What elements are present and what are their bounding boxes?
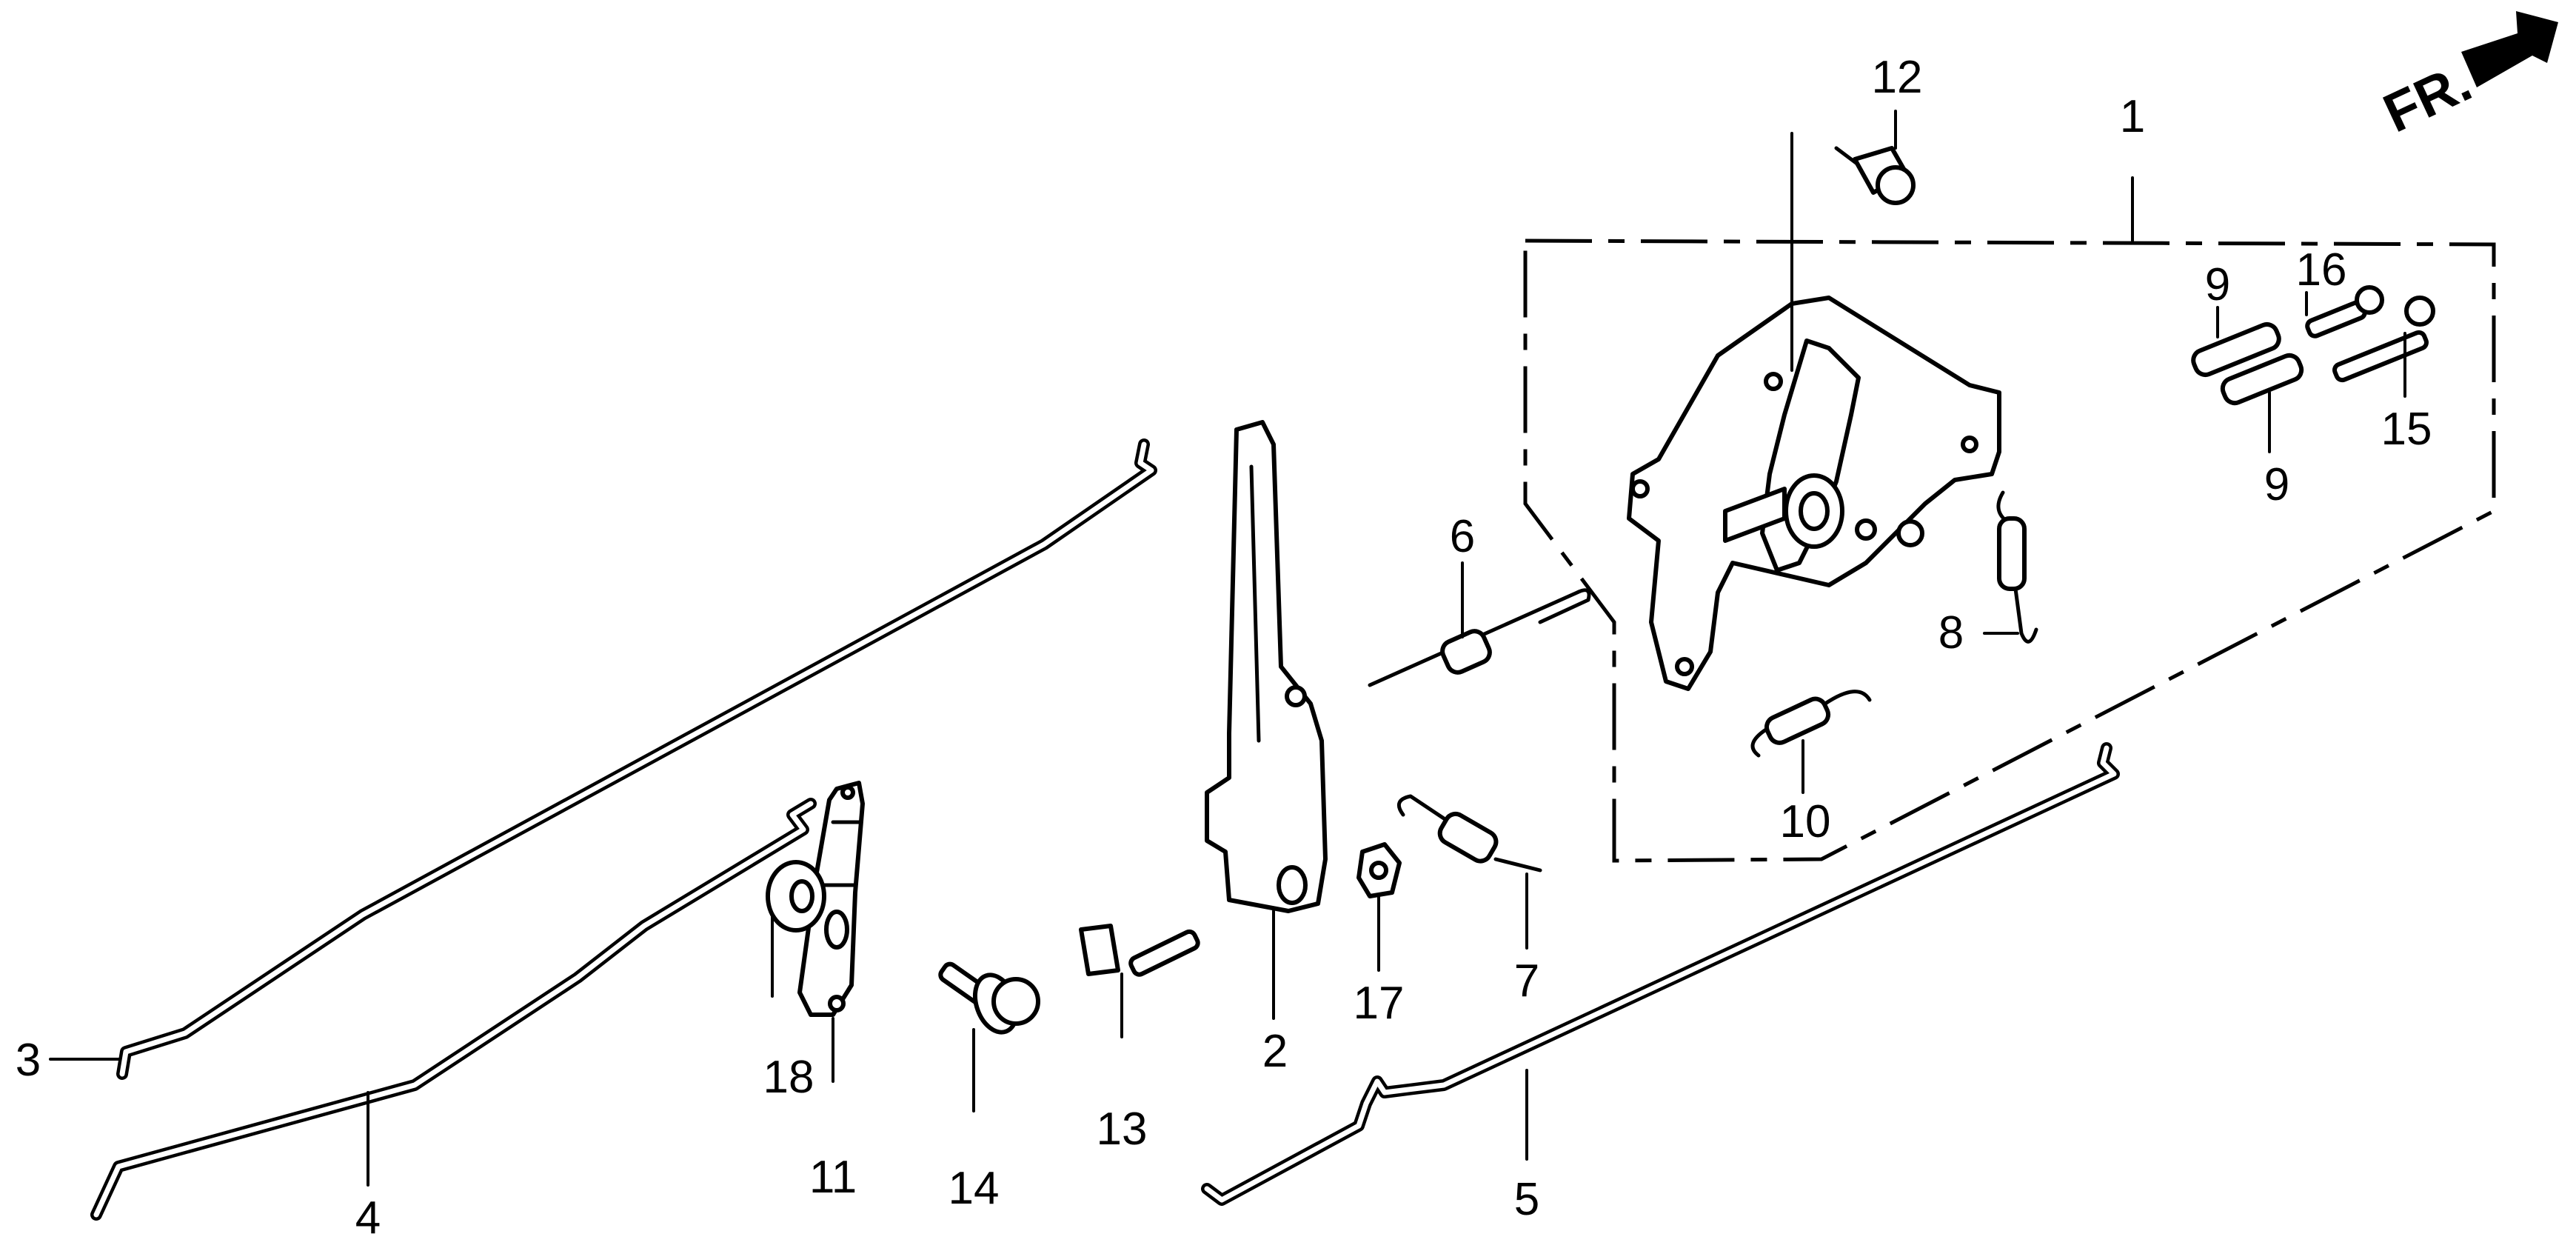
callout-16: 16	[2296, 244, 2347, 296]
callout-18: 18	[763, 1052, 814, 1103]
callout-9a: 9	[2205, 259, 2230, 310]
callout-10: 10	[1780, 796, 1831, 847]
part-control-lever	[1205, 420, 1328, 1020]
part-bolts-16-15	[2305, 285, 2435, 398]
part-spring-vertical	[1983, 490, 2038, 644]
callout-5: 5	[1514, 1174, 1539, 1225]
part-spring-short	[1396, 794, 1542, 950]
callout-labels: 1 2 3 4 5 6 7 8 9 9 10 11 12 13 14 15 16…	[16, 52, 2432, 1244]
part-rod-long-right	[1201, 742, 2120, 1206]
part-spring-coils	[2191, 306, 2304, 453]
callout-4: 4	[355, 1192, 381, 1244]
part-washer	[766, 860, 826, 998]
part-nut	[1356, 842, 1402, 972]
callout-1: 1	[2120, 91, 2145, 142]
part-square-head-bolt	[1079, 924, 1200, 1038]
callout-9b: 9	[2264, 459, 2289, 510]
callout-8: 8	[1938, 607, 1964, 658]
part-spring-return	[1750, 690, 1872, 794]
callout-7: 7	[1514, 955, 1539, 1007]
part-rod-upper	[49, 438, 1157, 1080]
front-direction-arrow-icon	[2461, 11, 2558, 87]
callout-2: 2	[1262, 1026, 1288, 1077]
assembly-boundary	[1523, 176, 2496, 863]
callout-3: 3	[16, 1035, 41, 1086]
callout-11: 11	[809, 1152, 857, 1203]
part-link-arm	[797, 781, 865, 1083]
front-direction-label: FR.	[2375, 51, 2480, 144]
callout-14: 14	[949, 1163, 1000, 1214]
callout-17: 17	[1354, 978, 1405, 1029]
front-direction-marker: FR.	[2375, 11, 2558, 144]
part-spring-long-hook	[1368, 561, 1591, 687]
callout-12: 12	[1872, 52, 1923, 103]
callout-15: 15	[2381, 404, 2432, 455]
part-flange-bolt	[938, 961, 1040, 1112]
part-rod-lower	[90, 798, 817, 1221]
callout-13: 13	[1097, 1104, 1148, 1155]
part-flange-bolt-top	[1834, 110, 1916, 205]
callout-6: 6	[1450, 511, 1475, 562]
part-control-base	[1627, 132, 2001, 691]
